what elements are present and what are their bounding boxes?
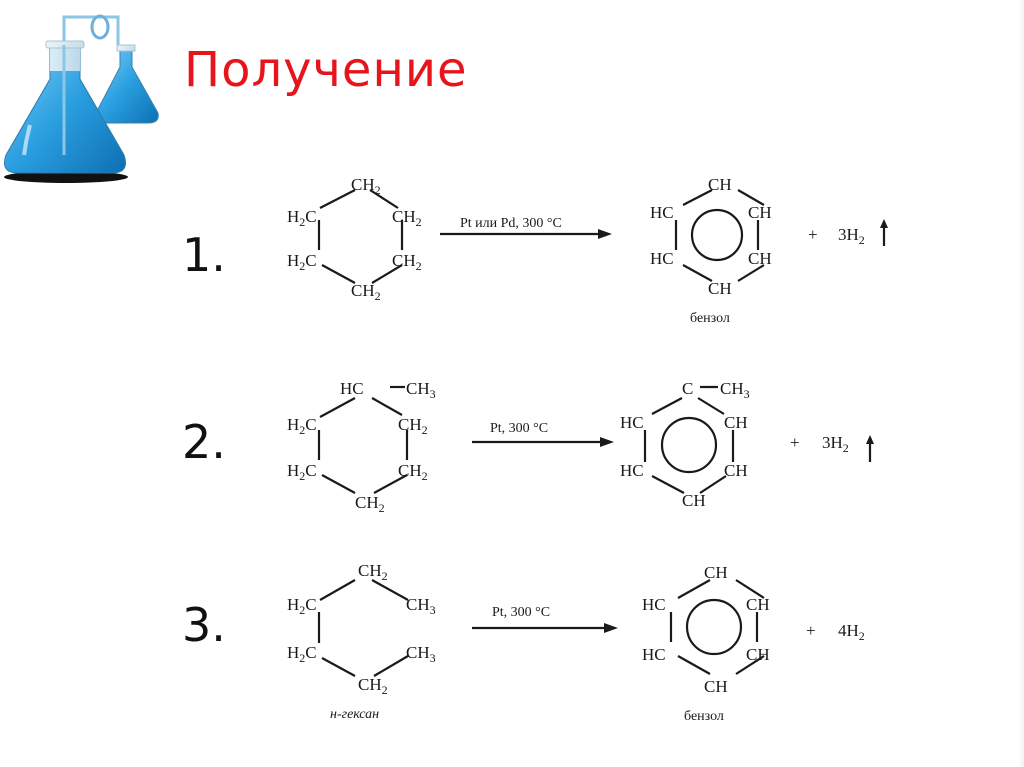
- atom-label: CH2: [351, 281, 381, 303]
- atom-label: CH2: [351, 175, 381, 197]
- svg-text:CH: CH: [748, 249, 772, 268]
- svg-text:CH2: CH2: [358, 561, 388, 583]
- svg-text:H2C: H2C: [287, 595, 317, 617]
- svg-text:CH3: CH3: [406, 379, 436, 401]
- atom-label: CH2: [392, 251, 422, 273]
- svg-text:CH: CH: [708, 279, 732, 298]
- chemistry-flasks-icon: [4, 14, 159, 183]
- svg-text:HC: HC: [642, 595, 666, 614]
- reaction-condition: Pt, 300 °C: [492, 605, 550, 620]
- svg-text:H2C: H2C: [287, 643, 317, 665]
- svg-text:HC: HC: [642, 645, 666, 664]
- reaction-number-1: 1.: [182, 228, 226, 282]
- atom-label: H2C: [287, 251, 317, 273]
- svg-text:+: +: [806, 621, 816, 640]
- svg-text:HC: HC: [340, 379, 364, 398]
- svg-text:HC: HC: [620, 413, 644, 432]
- svg-text:3H2: 3H2: [838, 225, 865, 247]
- svg-text:3H2: 3H2: [822, 433, 849, 455]
- svg-text:CH2: CH2: [398, 415, 428, 437]
- svg-text:CH: CH: [748, 203, 772, 222]
- svg-text:CH2: CH2: [398, 461, 428, 483]
- svg-text:+: +: [790, 433, 800, 452]
- svg-text:CH: CH: [724, 413, 748, 432]
- svg-text:CH3: CH3: [720, 379, 750, 401]
- reaction-number-2: 2.: [182, 415, 226, 469]
- svg-text:H2C: H2C: [287, 461, 317, 483]
- atom-label: CH2: [392, 207, 422, 229]
- reaction-number-3: 3.: [182, 598, 226, 652]
- svg-text:+: +: [808, 225, 818, 244]
- svg-text:CH3: CH3: [406, 595, 436, 617]
- svg-text:CH: CH: [704, 563, 728, 582]
- svg-text:CH: CH: [682, 491, 706, 510]
- svg-text:H2C: H2C: [287, 415, 317, 437]
- svg-text:CH: CH: [708, 175, 732, 194]
- svg-text:HC: HC: [650, 249, 674, 268]
- product-name: бензол: [684, 709, 724, 724]
- svg-text:C: C: [682, 379, 693, 398]
- page-title: Получение: [184, 42, 468, 98]
- svg-text:CH2: CH2: [358, 675, 388, 697]
- svg-text:CH: CH: [704, 677, 728, 696]
- reaction-condition: Pt или Pd, 300 °C: [460, 216, 562, 231]
- slide-edge: [1018, 0, 1024, 767]
- svg-text:HC: HC: [620, 461, 644, 480]
- svg-text:CH2: CH2: [355, 493, 385, 515]
- product-name: бензол: [690, 311, 730, 326]
- svg-text:HC: HC: [650, 203, 674, 222]
- reactant-name: н-гексан: [330, 707, 379, 722]
- svg-text:CH3: CH3: [406, 643, 436, 665]
- svg-text:CH: CH: [724, 461, 748, 480]
- svg-text:CH: CH: [746, 595, 770, 614]
- svg-text:4H2: 4H2: [838, 621, 865, 643]
- reaction-condition: Pt, 300 °C: [490, 421, 548, 436]
- atom-label: H2C: [287, 207, 317, 229]
- svg-text:CH: CH: [746, 645, 770, 664]
